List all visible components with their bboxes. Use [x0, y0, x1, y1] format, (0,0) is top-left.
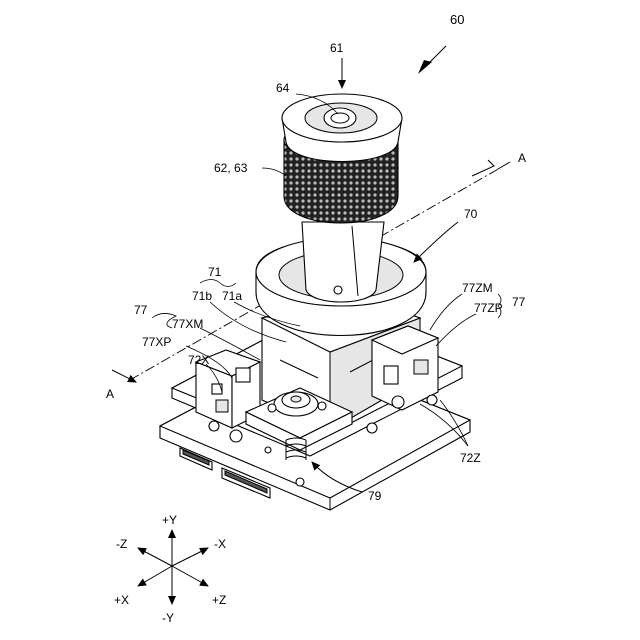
arrow-60 — [418, 60, 432, 74]
label-62-63: 62, 63 — [214, 161, 248, 175]
screw — [367, 423, 377, 433]
axis-label-minus-x: -X — [214, 537, 226, 551]
label-60: 60 — [450, 12, 464, 27]
axis-label-plus-y: +Y — [162, 513, 177, 527]
label-72x: 72X — [188, 353, 209, 367]
label-70: 70 — [464, 207, 478, 221]
label-71b: 71b — [192, 289, 212, 303]
z-axis-switch — [372, 326, 438, 410]
label-71: 71 — [208, 265, 222, 279]
leader-77zm — [430, 294, 462, 330]
axis-label-plus-z: +Z — [212, 593, 226, 607]
screw — [230, 430, 242, 442]
label-section-a-left: A — [106, 387, 114, 401]
axis-label-minus-z: -Z — [116, 537, 127, 551]
label-64: 64 — [276, 81, 290, 95]
label-79: 79 — [368, 489, 382, 503]
axis-label-plus-x: +X — [114, 593, 129, 607]
label-77xp: 77XP — [142, 335, 171, 349]
coordinate-axes — [138, 530, 208, 604]
leader-77zp — [436, 314, 476, 346]
label-77-left: 77 — [134, 303, 148, 317]
lever-shaft — [302, 222, 384, 302]
label-77xm: 77XM — [172, 317, 203, 331]
board-component — [265, 447, 271, 453]
brace-71 — [200, 280, 236, 287]
knob-cap — [282, 94, 402, 162]
label-72z: 72Z — [460, 451, 481, 465]
label-71a: 71a — [222, 289, 242, 303]
label-77zm: 77ZM — [462, 281, 493, 295]
board-component — [296, 478, 304, 486]
label-section-a-top: A — [518, 151, 526, 165]
section-a-top-arrow — [498, 162, 510, 169]
leader-62-63 — [262, 168, 286, 176]
label-61: 61 — [330, 41, 344, 55]
label-77zp: 77ZP — [474, 301, 503, 315]
leader-70 — [414, 222, 458, 262]
label-77-right: 77 — [512, 295, 526, 309]
section-a-left-arrow — [112, 370, 136, 382]
axis-label-minus-y: -Y — [162, 611, 174, 625]
